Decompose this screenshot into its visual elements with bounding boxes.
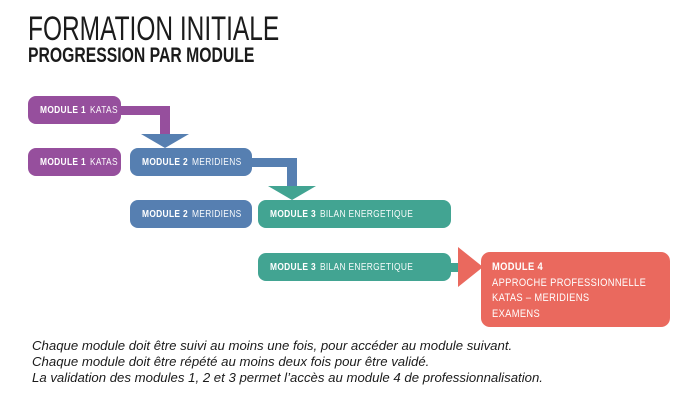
module-4-line: APPROCHE PROFESSIONNELLE	[492, 276, 647, 289]
module-3-name: MODULE 3	[270, 208, 316, 220]
footnote-line-2: Chaque module doit être répété au moins …	[32, 354, 430, 370]
connector-line-horizontal	[448, 263, 466, 272]
module-4-name: MODULE 4	[492, 261, 544, 273]
footnote-line-1: Chaque module doit être suivi au moins u…	[32, 338, 513, 353]
connector-line-vertical	[287, 158, 297, 188]
module-4-box: MODULE 4 APPROCHE PROFESSIONNELLE KATAS …	[481, 252, 670, 327]
module-2-name: MODULE 2	[142, 208, 188, 220]
module-2-topic: MERIDIENS	[191, 208, 242, 220]
footnotes: Chaque module doit être suivi au moins u…	[32, 338, 543, 387]
module-4-line: KATAS – MERIDIENS	[492, 292, 590, 304]
connector-line-vertical	[160, 106, 170, 136]
module-3-topic: BILAN ENERGETIQUE	[319, 261, 414, 273]
module-1-name: MODULE 1	[40, 156, 86, 168]
arrowhead-down-icon	[268, 186, 316, 200]
module-1-name: MODULE 1	[40, 104, 86, 116]
connector-line-horizontal	[250, 158, 297, 167]
page-subtitle: PROGRESSION PAR MODULE	[28, 44, 255, 67]
arrowhead-right-icon	[458, 247, 483, 287]
connector-line-horizontal	[118, 106, 170, 115]
arrowhead-down-icon	[141, 134, 189, 148]
module-1-topic: KATAS	[89, 104, 118, 116]
module-1-topic: KATAS	[89, 156, 118, 168]
module-2-name: MODULE 2	[142, 156, 188, 168]
module-3-topic: BILAN ENERGETIQUE	[319, 208, 414, 220]
module-2-topic: MERIDIENS	[191, 156, 242, 168]
footnote-line-3: La validation des modules 1, 2 et 3 perm…	[32, 370, 543, 386]
module-3-name: MODULE 3	[270, 261, 316, 273]
page-title: FORMATION INITIALE	[28, 10, 280, 48]
module-4-line: EXAMENS	[492, 307, 541, 320]
